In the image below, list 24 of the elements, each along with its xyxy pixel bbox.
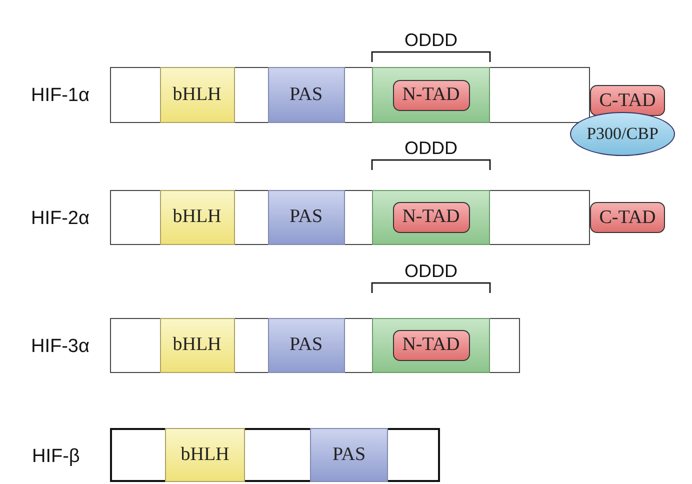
domain-box: C-TAD xyxy=(590,202,665,233)
protein-name: HIF-2α xyxy=(31,208,90,230)
region-box xyxy=(372,66,490,122)
protein-name: HIF-1α xyxy=(31,85,90,107)
domain-box: PAS xyxy=(268,190,344,244)
region-box xyxy=(372,318,490,372)
domain-box: PAS xyxy=(310,428,388,482)
protein-name: HIF-3α xyxy=(31,336,90,358)
region-label: ODDD xyxy=(404,138,458,159)
domain-box: N-TAD xyxy=(392,202,470,232)
domain-box: PAS xyxy=(268,66,344,122)
domain-box: PAS xyxy=(268,318,344,372)
protein-name: HIF-β xyxy=(32,446,80,468)
region-label: ODDD xyxy=(404,261,458,282)
domain-box: bHLH xyxy=(160,318,234,372)
domain-box: N-TAD xyxy=(392,80,470,110)
domain-box: bHLH xyxy=(160,66,234,122)
region-label: ODDD xyxy=(404,30,458,51)
binding-partner-ellipse: P300/CBP xyxy=(570,112,675,156)
domain-box: bHLH xyxy=(165,428,245,482)
domain-box: N-TAD xyxy=(392,330,470,360)
region-box xyxy=(372,190,490,244)
domain-box: C-TAD xyxy=(590,85,665,116)
domain-box: bHLH xyxy=(160,190,234,244)
